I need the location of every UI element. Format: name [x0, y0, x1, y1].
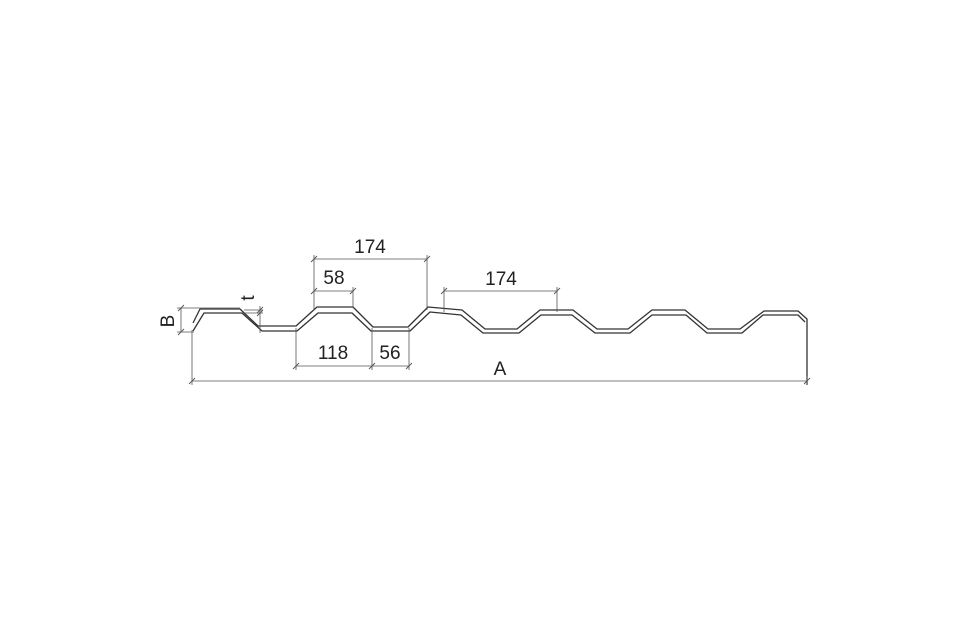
tick: [256, 309, 264, 317]
tick: [405, 362, 413, 370]
tick: [440, 287, 448, 295]
tick: [256, 306, 264, 314]
tick: [310, 255, 318, 263]
dimension-ticks: [177, 255, 811, 385]
dimension-labels: 174 58 174 118 56 A B t: [158, 237, 517, 380]
tick: [188, 377, 196, 385]
profile-outer-line: [192, 306, 808, 385]
label-a: A: [494, 359, 507, 380]
tick: [349, 287, 357, 295]
tick: [553, 287, 561, 295]
tick: [423, 255, 431, 263]
label-174-top: 174: [354, 237, 386, 258]
tick: [177, 304, 185, 312]
label-b: B: [158, 315, 179, 328]
label-118: 118: [318, 343, 348, 364]
label-56: 56: [379, 343, 400, 364]
label-t: t: [238, 295, 259, 301]
tick: [368, 362, 376, 370]
tick: [177, 328, 185, 336]
profile-inner-line: [192, 311, 806, 334]
tick: [803, 377, 811, 385]
label-174-right: 174: [485, 269, 517, 290]
tick: [292, 362, 300, 370]
dimension-lines: [177, 255, 808, 385]
label-58: 58: [323, 268, 344, 289]
sheet-profile: [192, 306, 808, 385]
tick: [310, 287, 318, 295]
